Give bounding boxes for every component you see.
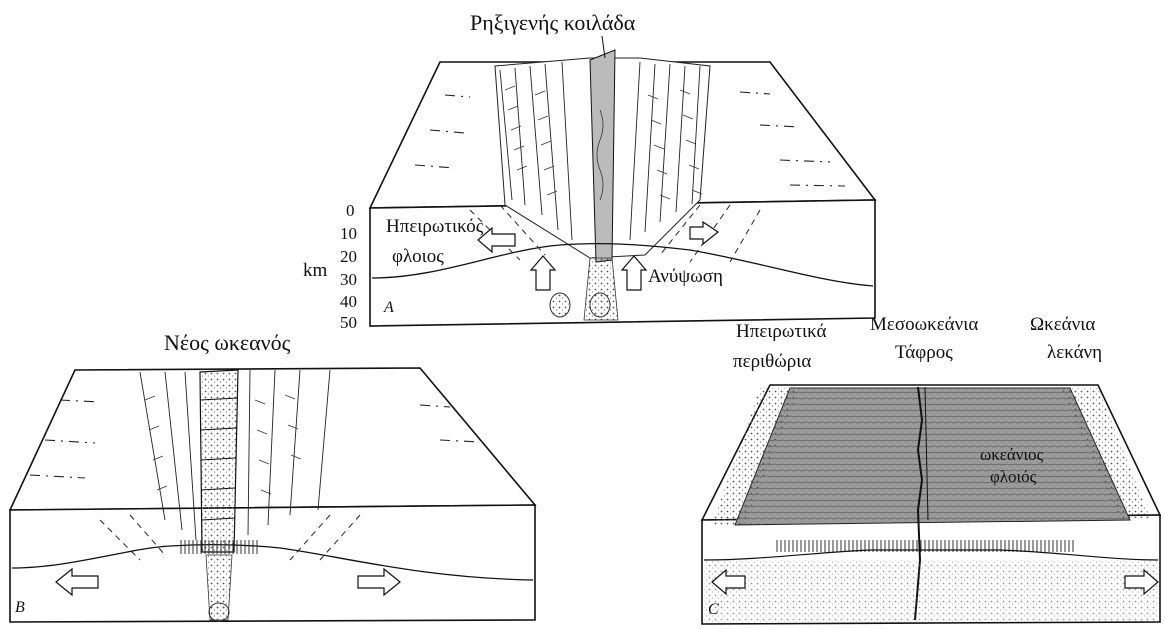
- ocean-basin-label-line2: λεκάνη: [1047, 342, 1102, 363]
- continental-margins-label-line1: Ηπειρωτικά: [736, 321, 827, 342]
- ocean-basin-label-line1: Ωκεάνια: [1030, 314, 1095, 335]
- continental-crust-label-line2: φλοιος: [392, 246, 444, 267]
- panel-b-block: [10, 368, 535, 622]
- continental-crust-label-line1: Ηπειρωτικός: [386, 216, 484, 237]
- oceanic-crust-label-line1: ωκεάνιος: [980, 445, 1044, 464]
- rift-valley-title: Ρηξιγενής κοιλάδα: [470, 10, 636, 35]
- depth-tick-30: 30: [340, 270, 357, 289]
- panel-c-block: [702, 385, 1160, 624]
- depth-scale: 0 10 20 30 40 50: [340, 201, 357, 332]
- panel-b-letter: B: [15, 599, 25, 616]
- depth-tick-0: 0: [346, 201, 355, 220]
- new-ocean-title: Νέος ωκεανός: [164, 330, 291, 355]
- depth-tick-20: 20: [340, 247, 357, 266]
- depth-unit-label: km: [303, 260, 328, 281]
- panel-a-letter: A: [383, 299, 394, 316]
- mid-ocean-trench-label-line2: Τάφρος: [895, 342, 953, 363]
- mid-ocean-trench-label-line1: Μεσοωκεάνια: [870, 314, 978, 335]
- continental-margins-label-line2: περιθώρια: [733, 351, 811, 372]
- depth-tick-40: 40: [340, 292, 357, 311]
- oceanic-crust-label-line2: φλοιός: [990, 467, 1037, 486]
- depth-tick-10: 10: [340, 224, 357, 243]
- panel-a-block: [370, 50, 875, 326]
- panel-c-letter: C: [708, 601, 719, 618]
- uplift-label: Ανύψωση: [648, 266, 723, 287]
- depth-tick-50: 50: [340, 313, 357, 332]
